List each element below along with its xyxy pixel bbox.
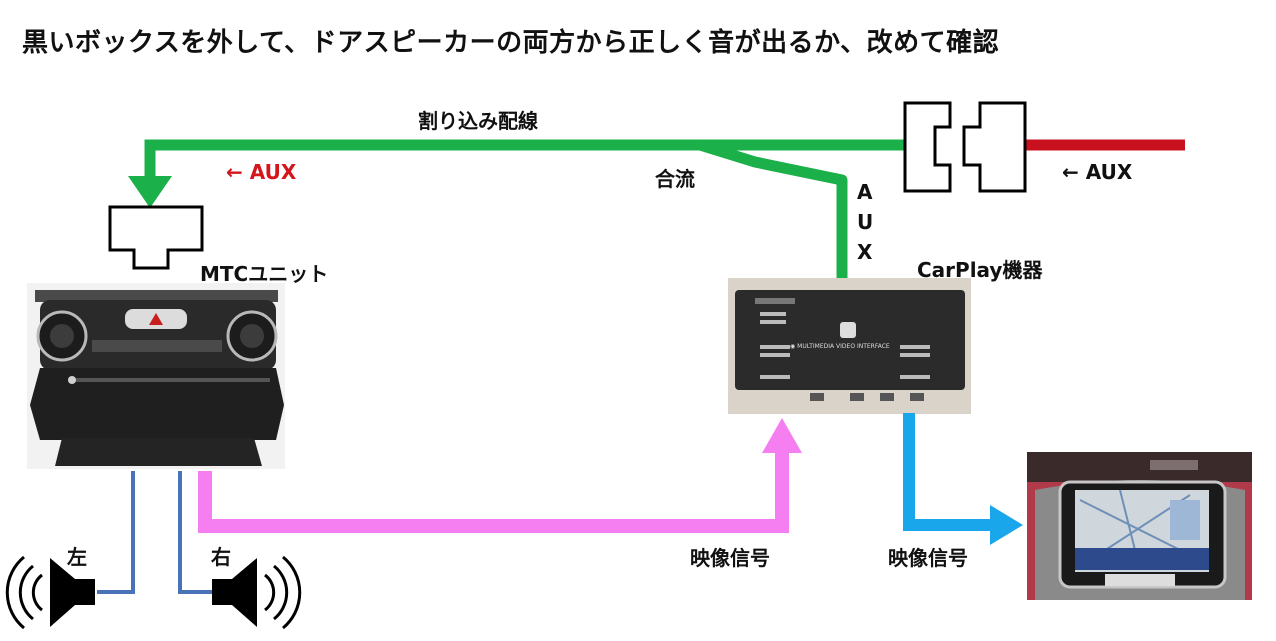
page-title: 黒いボックスを外して、ドアスピーカーの両方から正しく音が出るか、改めて確認 bbox=[22, 28, 1000, 58]
green-aux-wire bbox=[128, 139, 905, 278]
pink-video-wire bbox=[198, 418, 802, 533]
label-speaker-left: 左 bbox=[67, 545, 87, 569]
label-mtc-unit: MTCユニット bbox=[200, 262, 329, 286]
label-gouryu: 合流 bbox=[655, 167, 695, 191]
label-carplay: CarPlay機器 bbox=[917, 258, 1043, 282]
label-speaker-right: 右 bbox=[211, 545, 231, 569]
mtc-connector bbox=[108, 205, 204, 270]
label-aux-vertical-a: A bbox=[857, 180, 873, 204]
speaker-wires bbox=[97, 471, 212, 594]
label-aux-vertical-u: U bbox=[857, 210, 874, 234]
aux-connector-pair bbox=[903, 101, 1027, 193]
right-speaker-icon bbox=[212, 555, 302, 630]
left-speaker-icon bbox=[5, 555, 95, 630]
blue-video-wire bbox=[903, 413, 1023, 545]
label-aux-vertical-x: X bbox=[857, 240, 873, 264]
mtc-unit-image bbox=[27, 283, 285, 469]
carplay-device-image bbox=[728, 278, 971, 414]
label-aux-right: ← AUX bbox=[1062, 160, 1133, 184]
label-eizo-left: 映像信号 bbox=[690, 546, 770, 570]
device-text: ◉ MULTIMEDIA VIDEO INTERFACE bbox=[790, 343, 890, 350]
label-eizo-right: 映像信号 bbox=[888, 546, 968, 570]
label-aux-left: ← AUX bbox=[226, 160, 297, 184]
label-warikomi: 割り込み配線 bbox=[418, 109, 538, 133]
navigation-screen-image bbox=[1027, 452, 1252, 600]
